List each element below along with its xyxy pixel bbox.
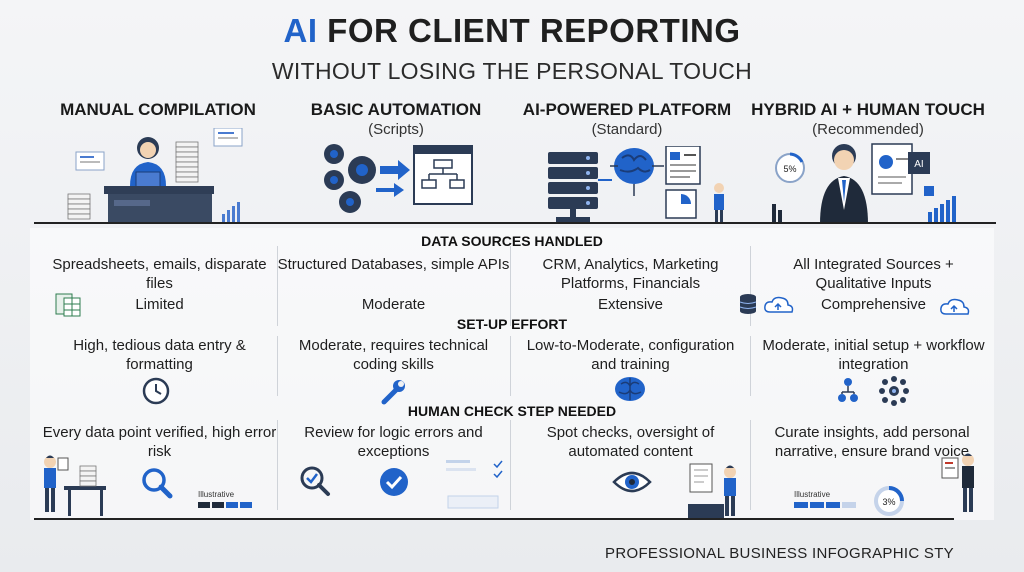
- person-checking-documents-icon: [44, 455, 106, 516]
- column-heading-hybrid: HYBRID AI + HUMAN TOUCH: [751, 100, 985, 119]
- setup-effort-basic: Moderate, requires technical coding skil…: [298, 337, 489, 373]
- data-sources-ai: CRM, Analytics, Marketing Platforms, Fin…: [542, 256, 719, 292]
- svg-text:AI: AI: [914, 159, 923, 170]
- database-cloud-icon: [739, 294, 794, 314]
- brain-icon: [615, 377, 645, 401]
- clock-icon: [142, 377, 170, 405]
- svg-text:3%: 3%: [882, 497, 895, 507]
- section-label-data-sources: DATA SOURCES HANDLED: [421, 233, 603, 249]
- magnifier-check-icon: [300, 466, 330, 496]
- page-subtitle: WITHOUT LOSING THE PERSONAL TOUCH: [271, 58, 753, 84]
- column-heading-ai: AI-POWERED PLATFORM: [522, 100, 732, 119]
- data-sources-ai-level: Extensive: [597, 296, 664, 313]
- checklist-faded-icon: [446, 460, 503, 509]
- data-sources-manual-level: Limited: [135, 296, 184, 313]
- eye-icon: [612, 471, 652, 493]
- person-at-desk-icon: [67, 128, 243, 224]
- setup-effort-manual: High, tedious data entry & formatting: [73, 337, 246, 373]
- person-reviewing-icon: [688, 463, 736, 518]
- section-label-setup-effort: SET-UP EFFORT: [456, 316, 568, 332]
- column-heading-manual: MANUAL COMPILATION: [60, 100, 256, 119]
- data-sources-manual: Spreadsheets, emails, disparate files: [52, 256, 267, 292]
- content-panel: [30, 228, 994, 520]
- illustrative-label: Illustrative: [198, 490, 235, 499]
- column-subheading-hybrid: (Recommended): [812, 121, 924, 138]
- gauge-icon: 3%: [874, 486, 904, 516]
- column-subheading-basic: (Scripts): [368, 121, 424, 138]
- column-divider: [510, 246, 511, 326]
- server-brain-icon: [548, 146, 724, 222]
- data-sources-basic: Structured Databases, simple APIs: [277, 256, 510, 273]
- column-heading-basic: BASIC AUTOMATION: [310, 100, 482, 119]
- check-badge-icon: [380, 468, 408, 496]
- data-sources-hybrid: All Integrated Sources + Qualitative Inp…: [793, 256, 954, 292]
- human-check-ai: Spot checks, oversight of automated cont…: [546, 424, 715, 460]
- section-label-human-check: HUMAN CHECK STEP NEEDED: [407, 403, 617, 419]
- setup-effort-hybrid: Moderate, initial setup + workflow integ…: [762, 337, 985, 373]
- top-divider-line: [34, 222, 996, 224]
- setup-effort-ai: Low-to-Moderate, configuration and train…: [526, 337, 735, 373]
- gears-flowchart-icon: [324, 144, 473, 213]
- page-title: AI FOR CLIENT REPORTING: [283, 12, 741, 49]
- column-divider: [277, 420, 278, 510]
- bottom-divider-line: [34, 518, 954, 520]
- column-divider: [277, 336, 278, 396]
- illustrative-label-2: Illustrative: [794, 490, 831, 499]
- network-icon: [838, 376, 909, 406]
- column-divider: [750, 336, 751, 396]
- column-subheading-ai: (Standard): [591, 121, 663, 138]
- svg-text:5%: 5%: [783, 164, 796, 174]
- progress-bar: [198, 502, 252, 508]
- wrench-icon: [381, 380, 405, 405]
- column-divider: [510, 336, 511, 396]
- column-divider: [750, 246, 751, 326]
- column-divider: [277, 246, 278, 326]
- businessman-ai-icon: 5% AI: [772, 143, 956, 224]
- data-sources-hybrid-level: Comprehensive: [820, 296, 927, 313]
- magnifier-icon: [142, 468, 173, 499]
- column-divider: [750, 420, 751, 510]
- human-check-basic: Review for logic errors and exceptions: [304, 424, 483, 460]
- human-check-manual: Every data point verified, high error ri…: [42, 424, 277, 460]
- human-check-hybrid: Curate insights, add personal narrative,…: [774, 424, 970, 460]
- progress-bar-2: [794, 502, 856, 508]
- data-sources-basic-level: Moderate: [361, 296, 426, 313]
- spreadsheet-icon: [55, 293, 81, 317]
- person-with-document-icon: [941, 453, 974, 512]
- cloud-upload-icon: [940, 298, 970, 315]
- footer-text: PROFESSIONAL BUSINESS INFOGRAPHIC STY: [605, 545, 954, 562]
- column-divider: [510, 420, 511, 510]
